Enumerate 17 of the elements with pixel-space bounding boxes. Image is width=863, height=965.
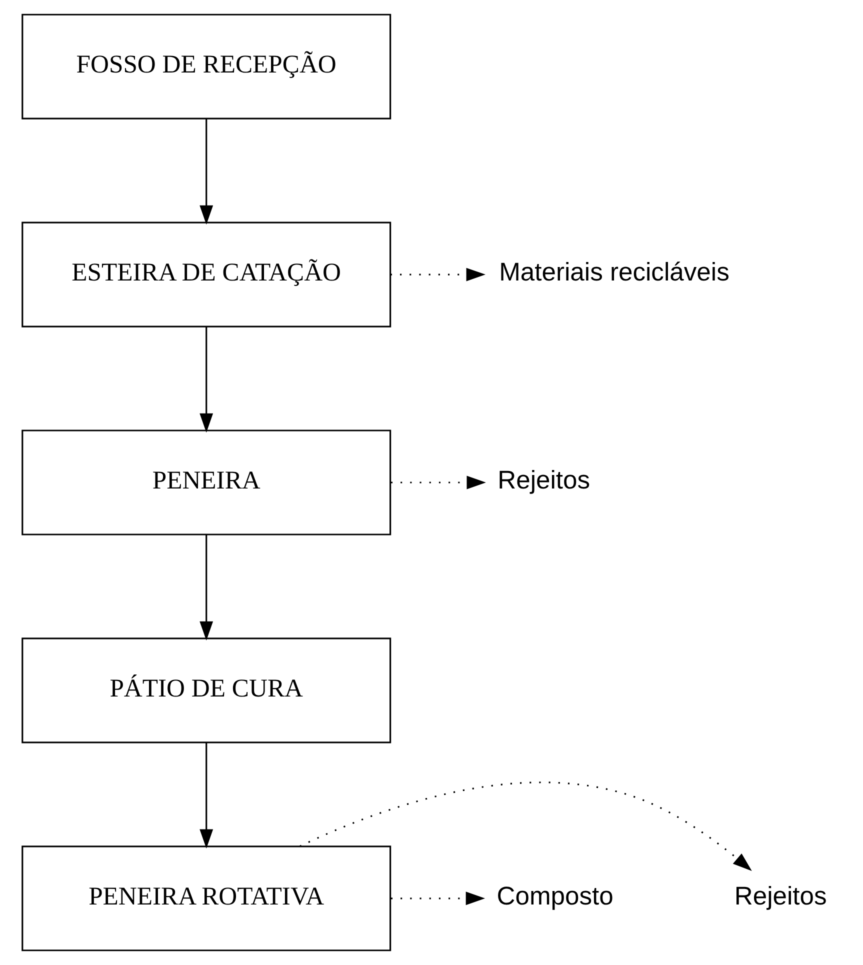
node-text: Composto xyxy=(496,882,614,910)
arrow xyxy=(390,268,486,282)
arrow xyxy=(390,892,486,906)
arrow xyxy=(200,118,214,225)
node-text: Rejeitos xyxy=(734,882,827,910)
node-box: PÁTIO DE CURA xyxy=(22,638,392,744)
arrow xyxy=(200,534,214,641)
node-box: PENEIRA xyxy=(22,430,392,536)
arrow xyxy=(200,326,214,433)
node-box: PENEIRA ROTATIVA xyxy=(22,846,392,952)
node-box: FOSSO DE RECEPÇÃO xyxy=(22,14,392,120)
node-text: Rejeitos xyxy=(498,466,590,495)
node-text: Materiais recicláveis xyxy=(499,258,730,287)
arrow xyxy=(200,742,214,848)
arrow xyxy=(300,782,752,871)
arrow xyxy=(390,476,486,490)
node-box: ESTEIRA DE CATAÇÃO xyxy=(22,222,392,328)
